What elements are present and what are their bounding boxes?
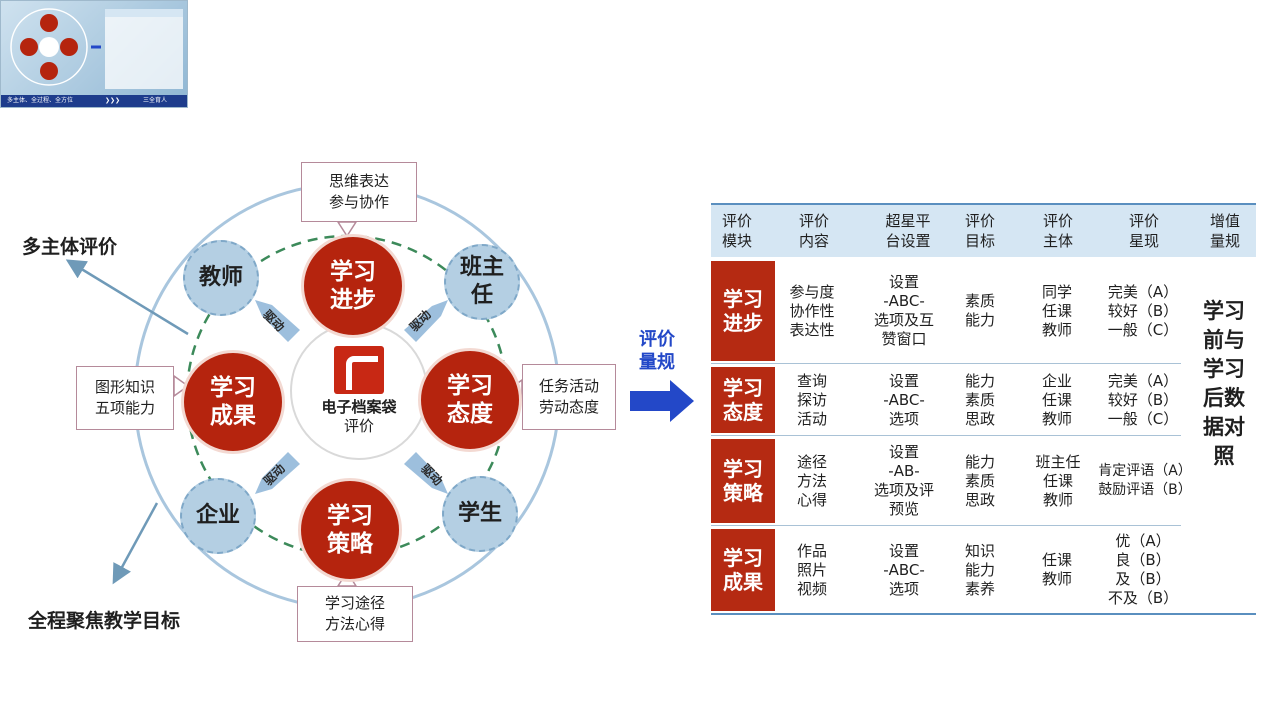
node-learning-attitude: 学习 态度	[418, 348, 522, 452]
thumbnail-preview: 多主体、全过程、全方位 ❯❯❯ 三全育人	[0, 0, 188, 108]
callout-pointer-top	[336, 221, 358, 238]
row-module: 学习 成果	[711, 529, 775, 611]
rubric-arrow	[630, 380, 694, 422]
row-goal: 能力 素质 思政	[964, 452, 995, 509]
header-subject: 评价 主体	[1042, 212, 1073, 250]
node-enterprise: 企业	[180, 478, 256, 554]
row-goal: 能力 素质 思政	[964, 371, 995, 428]
rubric-table: 评价 模块 评价 内容 超星平 台设置 评价 目标 评价 主体 评价 星现 增值…	[711, 203, 1256, 615]
header-grade: 评价 星现	[1128, 212, 1159, 250]
row-grade: 优（A） 良（B） 及（B） 不及（B）	[1107, 532, 1179, 607]
callout-path-method: 学习途径 方法心得	[297, 586, 413, 642]
thumbnail-footer-arrows: ❯❯❯	[105, 97, 121, 104]
header-goal: 评价 目标	[964, 212, 995, 250]
header-content: 评价 内容	[798, 212, 829, 250]
header-platform: 超星平 台设置	[885, 212, 931, 250]
row-goal: 素质 能力	[964, 292, 995, 329]
callout-knowledge-abilities: 图形知识 五项能力	[76, 366, 174, 430]
row-grade: 完美（A） 较好（B） 一般（C）	[1107, 371, 1179, 428]
multi-subject-label: 多主体评价	[22, 236, 118, 258]
table-bottom-rule	[711, 613, 1256, 615]
row-goal: 知识 能力 素养	[964, 541, 995, 598]
row-content: 查询 探访 活动	[796, 371, 827, 428]
thumbnail-footer-right: 三全育人	[143, 97, 168, 104]
row-module: 学习 态度	[711, 367, 775, 433]
row-grade: 完美（A） 较好（B） 一般（C）	[1107, 282, 1179, 339]
rubric-label: 评价 量规	[639, 329, 675, 373]
node-learning-progress: 学习 进步	[301, 234, 405, 338]
thumbnail-footer-left: 多主体、全过程、全方位	[7, 97, 74, 104]
center-subtitle: 评价	[343, 417, 374, 435]
thumbnail-footer: 多主体、全过程、全方位 ❯❯❯ 三全育人	[1, 95, 187, 107]
drive-arrows	[255, 300, 448, 494]
multi-subject-arrow	[65, 259, 189, 336]
row-platform: 设置 -ABC- 选项及互 赞窗口	[873, 273, 934, 348]
row-platform: 设置 -ABC- 选项	[883, 541, 925, 598]
row-grade: 肯定评语（A） 鼓励评语（B）	[1098, 463, 1192, 498]
goal-focus-arrow	[112, 502, 159, 585]
drive-arrow-enterprise	[255, 452, 300, 494]
row-subject: 同学 任课 教师	[1041, 282, 1072, 339]
chaoxing-logo	[334, 346, 384, 394]
callout-thinking-collaboration: 思维表达 参与协作	[301, 162, 417, 222]
row-subject: 任课 教师	[1041, 551, 1072, 588]
table-row-progress: 学习 进步 参与度 协作性 表达性 设置 -ABC- 选项及互 赞窗口 素质 能…	[711, 259, 1181, 364]
row-module: 学习 进步	[711, 261, 775, 361]
value-added-column: 学习前与学习后数据对照	[1203, 299, 1245, 468]
goal-focus-label: 全程聚焦教学目标	[28, 610, 181, 632]
row-subject: 企业 任课 教师	[1041, 371, 1072, 428]
row-platform: 设置 -ABC- 选项	[883, 371, 925, 428]
row-content: 途径 方法 心得	[796, 452, 827, 509]
callout-task-labor: 任务活动 劳动态度	[522, 364, 616, 430]
row-module: 学习 策略	[711, 439, 775, 523]
center-title: 电子档案袋	[321, 398, 397, 416]
node-student: 学生	[442, 476, 518, 552]
table-row-attitude: 学习 态度 查询 探访 活动 设置 -ABC- 选项 能力 素质 思政 企业 任…	[711, 365, 1181, 436]
header-module: 评价 模块	[721, 212, 752, 250]
node-learning-outcome: 学习 成果	[181, 350, 285, 454]
node-teacher: 教师	[183, 240, 259, 316]
drive-arrow-student	[404, 452, 448, 494]
drive-arrow-head-teacher	[404, 300, 448, 342]
table-row-outcome: 学习 成果 作品 照片 视频 设置 -ABC- 选项 知识 能力 素养 任课 教…	[711, 527, 1181, 614]
drive-arrow-teacher	[255, 300, 300, 342]
row-subject: 班主任 任课 教师	[1035, 452, 1081, 509]
node-head-teacher: 班主 任	[444, 244, 520, 320]
row-content: 作品 照片 视频	[796, 541, 827, 598]
row-platform: 设置 -AB- 选项及评 预览	[873, 443, 934, 518]
row-content: 参与度 协作性 表达性	[789, 282, 835, 339]
thumbnail-graphic	[10, 8, 183, 89]
node-learning-strategy: 学习 策略	[298, 478, 402, 582]
table-row-strategy: 学习 策略 途径 方法 心得 设置 -AB- 选项及评 预览 能力 素质 思政 …	[711, 437, 1192, 526]
table-header: 评价 模块 评价 内容 超星平 台设置 评价 目标 评价 主体 评价 星现 增值…	[711, 203, 1256, 257]
header-value-added: 增值 量规	[1209, 212, 1240, 250]
center-archive-node: 电子档案袋 评价	[290, 322, 428, 460]
